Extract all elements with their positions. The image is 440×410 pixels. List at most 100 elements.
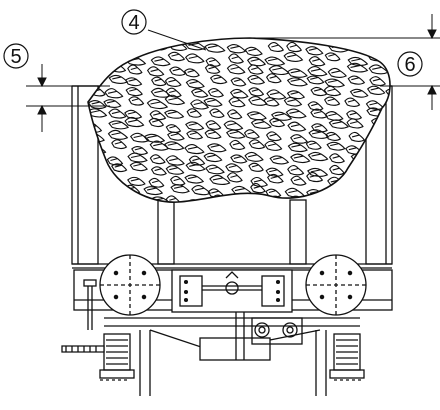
coal-lump bbox=[328, 119, 350, 129]
coal-lump bbox=[346, 62, 369, 73]
coal-lump bbox=[263, 97, 280, 107]
coal-lump bbox=[306, 75, 325, 85]
coal-lump bbox=[363, 42, 384, 53]
coal-lump bbox=[146, 98, 169, 110]
coal-lump bbox=[268, 117, 286, 128]
callout-6-label: 6 bbox=[404, 54, 415, 76]
coal-lump bbox=[392, 141, 411, 149]
coal-lump bbox=[364, 186, 384, 197]
coal-lump bbox=[143, 133, 166, 143]
coal-lump bbox=[104, 188, 122, 199]
coal-lump bbox=[129, 161, 148, 172]
coal-lump bbox=[206, 143, 227, 153]
coal-lump bbox=[150, 56, 171, 67]
coal-lump bbox=[309, 194, 330, 203]
coal-lump bbox=[170, 184, 190, 194]
coal-lump bbox=[347, 75, 366, 85]
coal-lump bbox=[88, 100, 107, 110]
coal-lump bbox=[111, 163, 128, 173]
coal-lump bbox=[163, 141, 185, 151]
coal-lump bbox=[324, 78, 345, 88]
coal-lump bbox=[127, 64, 143, 75]
coal-load bbox=[87, 37, 411, 203]
coal-lump bbox=[105, 53, 126, 63]
coal-lump bbox=[368, 145, 386, 155]
coal-lump bbox=[186, 130, 204, 140]
coal-lump bbox=[369, 76, 387, 87]
coal-lump bbox=[165, 165, 185, 175]
coal-lump bbox=[124, 198, 141, 203]
callout-overtop-height: 6 bbox=[397, 51, 423, 77]
coal-lump bbox=[243, 129, 260, 140]
coal-lump bbox=[326, 141, 346, 151]
coal-lump bbox=[305, 46, 324, 56]
coal-lump bbox=[88, 74, 103, 86]
coal-lump bbox=[329, 187, 351, 198]
coal-lump bbox=[129, 132, 150, 143]
circled-number-callout-icon bbox=[121, 9, 147, 35]
coal-lump bbox=[308, 56, 326, 67]
coal-lump bbox=[108, 120, 129, 130]
coal-lump bbox=[307, 151, 329, 162]
coal-lump bbox=[205, 120, 222, 130]
coal-lump bbox=[343, 188, 365, 198]
coal-lump bbox=[244, 151, 264, 162]
coal-lump bbox=[286, 90, 306, 100]
coal-lump bbox=[247, 74, 266, 85]
coal-lump bbox=[88, 194, 106, 203]
coal-lump bbox=[183, 68, 200, 78]
coal-lump bbox=[88, 186, 104, 197]
coal-lump bbox=[350, 177, 371, 188]
coal-lump bbox=[283, 96, 303, 107]
coal-lump bbox=[167, 131, 185, 141]
coal-lump bbox=[111, 139, 128, 150]
coal-lump bbox=[344, 97, 361, 108]
coal-lump bbox=[88, 56, 106, 67]
dimension-lines bbox=[26, 14, 440, 132]
coal-lump bbox=[106, 156, 124, 166]
coal-lump bbox=[146, 66, 165, 77]
coal-lump bbox=[287, 165, 305, 176]
coal-lump bbox=[231, 196, 247, 203]
coal-lump bbox=[349, 88, 369, 98]
right-spring-icon bbox=[329, 333, 365, 379]
coal-lump bbox=[107, 129, 129, 140]
coal-lump bbox=[244, 46, 263, 56]
coal-lump bbox=[266, 89, 287, 100]
coal-lump bbox=[89, 166, 105, 177]
coal-lump bbox=[125, 87, 143, 97]
coal-lump bbox=[106, 42, 123, 54]
coal-lump bbox=[185, 161, 206, 172]
coal-lump bbox=[128, 96, 145, 106]
coal-lump bbox=[143, 186, 164, 196]
coal-lump bbox=[386, 178, 390, 188]
coal-lump bbox=[264, 56, 286, 66]
coal-lump bbox=[287, 121, 307, 132]
coal-lump bbox=[270, 111, 293, 121]
coal-lump bbox=[150, 166, 167, 176]
coal-lump bbox=[226, 44, 247, 54]
coal-lump bbox=[110, 199, 127, 203]
coal-lump bbox=[229, 139, 246, 151]
coal-lump bbox=[383, 53, 390, 64]
left-wheel-icon bbox=[99, 254, 161, 316]
coal-lump bbox=[169, 66, 187, 76]
coal-lump bbox=[368, 152, 387, 162]
coal-lump bbox=[391, 100, 407, 109]
coal-lump bbox=[369, 133, 387, 144]
running-gear bbox=[61, 254, 367, 396]
coal-lump bbox=[290, 134, 308, 144]
coal-lump bbox=[366, 85, 386, 95]
coal-lump bbox=[248, 139, 266, 150]
coal-lump bbox=[264, 140, 283, 151]
coal-lump bbox=[350, 195, 372, 203]
coal-lump bbox=[248, 87, 265, 97]
coal-lump bbox=[365, 100, 385, 110]
coal-lump bbox=[391, 79, 407, 88]
coal-lump bbox=[150, 76, 167, 87]
coal-lump bbox=[283, 52, 304, 62]
coal-lump bbox=[164, 109, 185, 119]
coal-lump bbox=[305, 140, 322, 150]
coal-lump bbox=[128, 42, 146, 53]
